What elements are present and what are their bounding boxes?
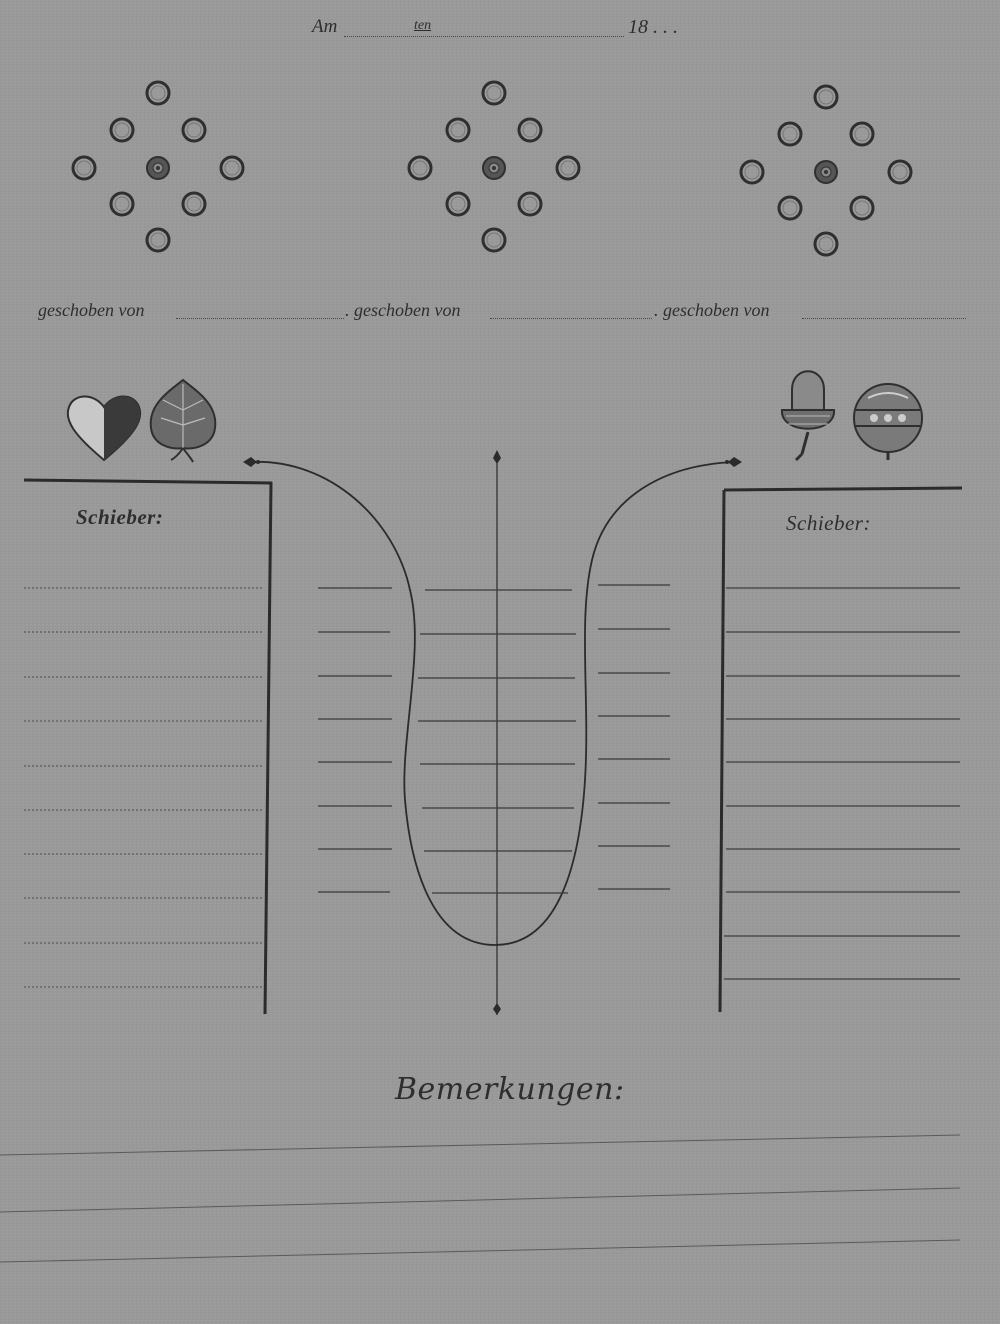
date-year-label: 18 . . . — [628, 16, 678, 38]
tally-curve — [249, 452, 736, 1015]
date-ten-label: ten — [414, 18, 432, 33]
pusher-label-1: geschoben von — [38, 300, 145, 320]
right-column-heading: Schieber: — [786, 511, 871, 535]
right-score-column — [718, 486, 963, 1013]
score-diamond-1 — [71, 80, 245, 253]
acorn-suit-icon — [780, 370, 836, 462]
pusher-line-2[interactable] — [490, 318, 652, 319]
left-score-column — [23, 478, 273, 1015]
score-diamond-3 — [739, 84, 913, 257]
tally-lines-right — [598, 584, 670, 890]
leaf-suit-icon — [149, 378, 217, 463]
pusher-line-1[interactable] — [176, 318, 344, 319]
fleur-de-lis-icon — [243, 450, 742, 1015]
pusher-label-3: . geschoben von — [654, 300, 770, 320]
tally-lines-left — [318, 587, 576, 894]
heart-suit-icon — [66, 395, 142, 462]
bell-suit-icon — [853, 383, 923, 460]
remarks-heading: Bemerkungen: — [395, 1072, 625, 1107]
date-am-label: Am — [312, 16, 338, 37]
score-diamond-2 — [407, 80, 581, 253]
date-day-line[interactable] — [344, 36, 624, 37]
remarks-lines — [0, 1134, 961, 1263]
left-column-heading: Schieber: — [76, 505, 164, 529]
pusher-line-3[interactable] — [802, 318, 966, 319]
pusher-label-2: . geschoben von — [345, 300, 461, 320]
